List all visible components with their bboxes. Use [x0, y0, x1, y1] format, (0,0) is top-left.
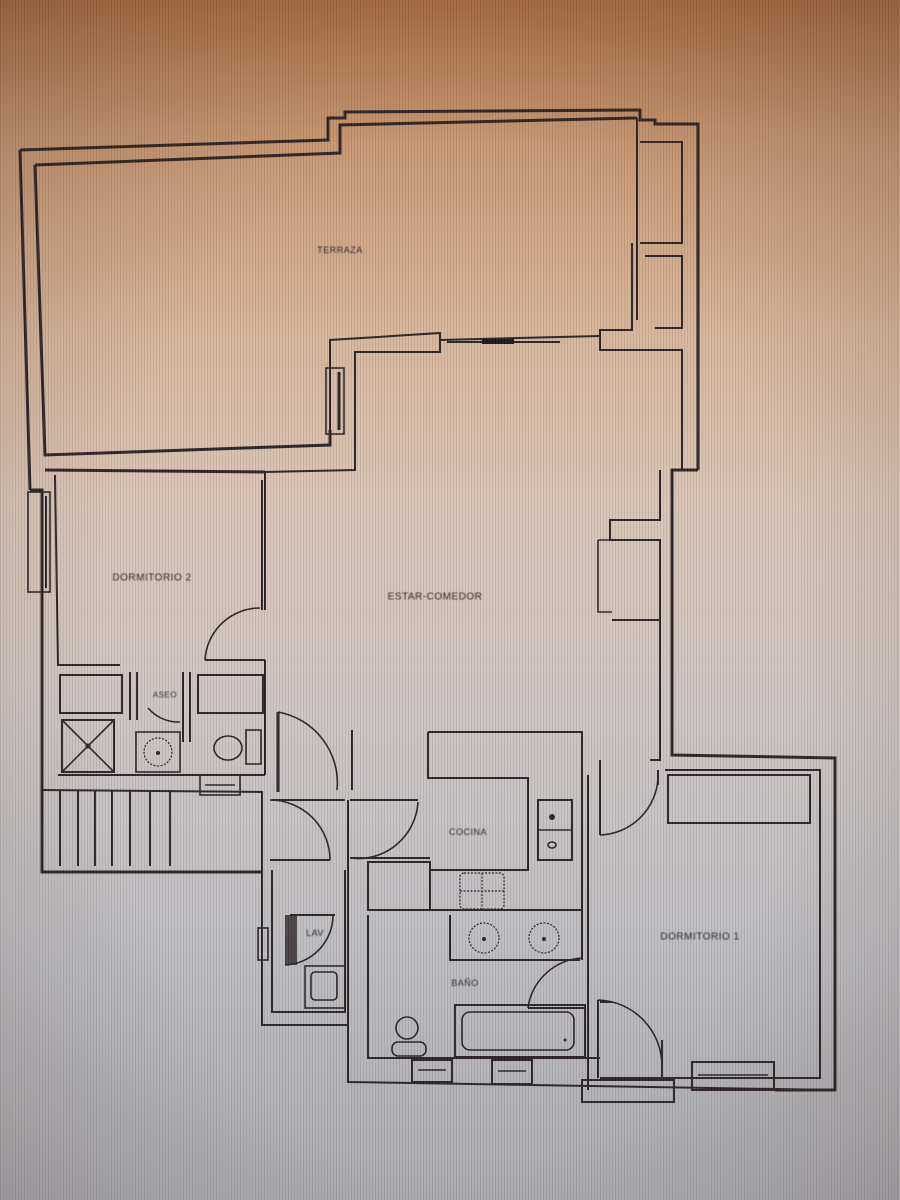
dormitorio-2-walls [27, 468, 266, 770]
bottom-windows [411, 1059, 775, 1103]
room-label-aseo: ASEO [152, 690, 178, 700]
dormitorio-1-walls [347, 760, 836, 1091]
hall-doors [261, 711, 353, 1026]
room-label-terraza: TERRAZA [317, 245, 363, 255]
sliding-door-terraza [447, 339, 560, 344]
terraza-walls [18, 108, 700, 491]
room-label-dormitorio-1: DORMITORIO 1 [660, 931, 740, 943]
aseo-walls [58, 660, 266, 796]
room-label-bano: BAÑO [451, 978, 479, 988]
room-label-lav: LAV [306, 928, 324, 938]
room-label-dormitorio-2: DORMITORIO 2 [112, 572, 192, 584]
lav-walls [257, 870, 346, 1013]
room-label-cocina: COCINA [448, 827, 488, 837]
window-living-terraza [325, 367, 345, 435]
cocina-walls [349, 731, 583, 911]
room-label-estar-comedor: ESTAR-COMEDOR [387, 591, 483, 603]
bano-walls [367, 909, 600, 1059]
